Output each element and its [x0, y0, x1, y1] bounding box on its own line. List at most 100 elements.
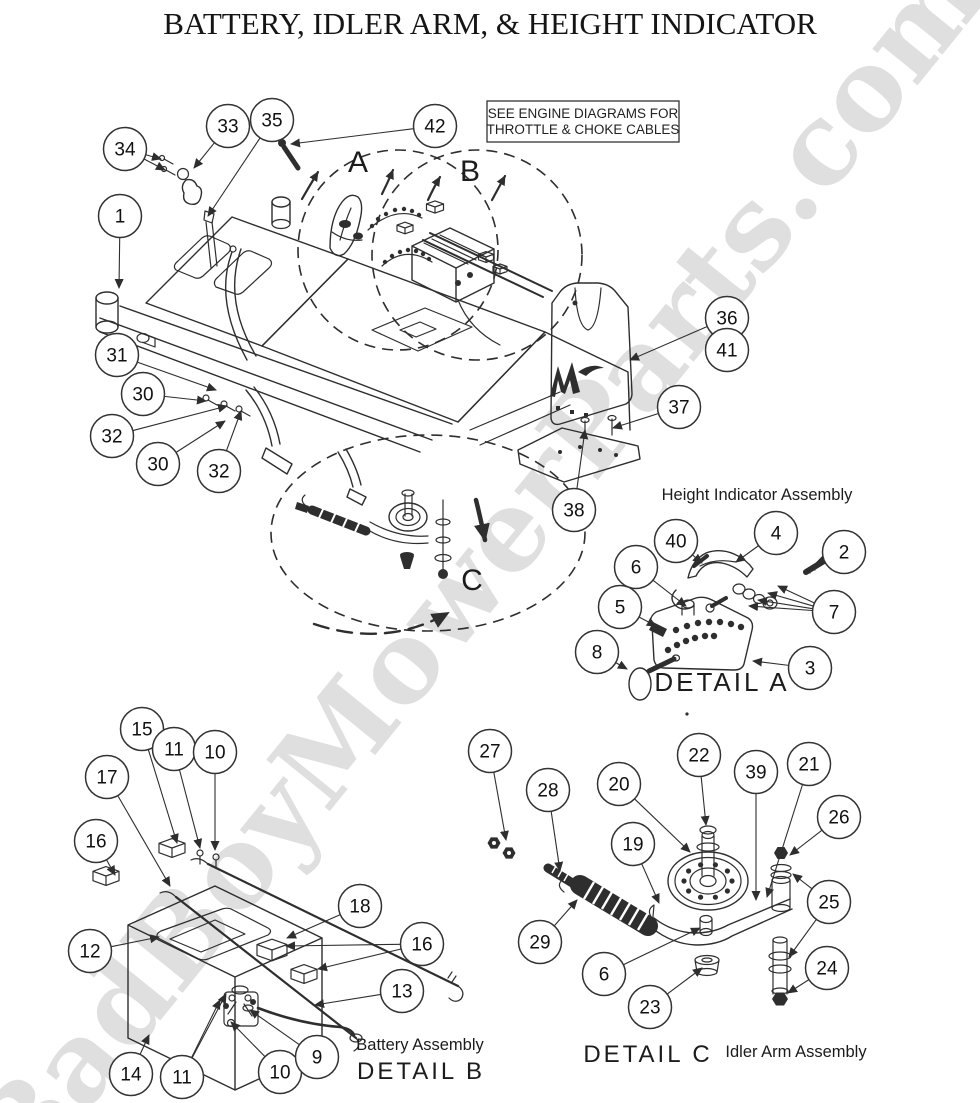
callout-32-number: 32	[101, 427, 122, 448]
callout-30-circle	[135, 441, 181, 487]
callout-30-number: 30	[132, 385, 153, 406]
view-marker-b: B	[460, 155, 480, 188]
callout-21-leader	[765, 784, 804, 898]
callout-18-number: 18	[349, 897, 370, 918]
callout-15-circle	[119, 706, 165, 752]
callout-12: 12	[67, 928, 160, 974]
callout-10: 10	[230, 1021, 303, 1095]
callout-41-number: 41	[716, 341, 737, 362]
callout-7-leader	[767, 591, 814, 607]
height-indicator-drawing	[628, 550, 834, 716]
callout-3-leader	[752, 657, 789, 667]
view-circle-c	[270, 434, 586, 632]
callout-23-leader	[666, 967, 703, 995]
callout-14-circle	[108, 1051, 154, 1097]
callout-38-leader	[576, 429, 589, 489]
callout-17: 17	[84, 754, 171, 887]
callout-17-circle	[84, 754, 130, 800]
callout-22-leader	[700, 776, 710, 826]
callout-9-leader	[249, 1009, 300, 1046]
callout-20-number: 20	[608, 775, 629, 796]
callout-22-circle	[676, 732, 722, 778]
page-title: BATTERY, IDLER ARM, & HEIGHT INDICATOR	[163, 6, 817, 41]
callout-3: 3	[752, 645, 833, 691]
callout-11-number: 11	[172, 1068, 192, 1089]
callout-30-leader	[164, 395, 207, 405]
underside-idler-drawing	[295, 489, 452, 579]
callout-21-circle	[786, 741, 832, 787]
callout-11-leader	[178, 769, 203, 849]
callout-6-number: 6	[599, 965, 610, 986]
callout-11-leader	[191, 993, 227, 1059]
callout-21-number: 21	[798, 755, 819, 776]
callout-34-circle	[102, 126, 148, 172]
callout-19: 19	[610, 821, 660, 904]
callout-1-leader	[114, 237, 124, 289]
callout-6-circle	[613, 544, 659, 590]
callout-16-leader	[106, 859, 116, 876]
callout-20-leader	[634, 798, 691, 853]
callout-27-circle	[467, 728, 513, 774]
view-marker-c: C	[461, 564, 483, 597]
callout-31: 31	[94, 332, 217, 392]
callout-5: 5	[597, 584, 657, 630]
callout-7-leader	[748, 602, 813, 612]
callout-38: 38	[551, 429, 597, 533]
callout-35: 35	[207, 97, 295, 217]
callout-12-number: 12	[79, 942, 100, 963]
callout-16-circle	[73, 818, 119, 864]
callout-40-leader	[692, 553, 703, 564]
view-boundaries	[270, 149, 586, 635]
view-circle-b	[371, 149, 583, 361]
callout-4-number: 4	[771, 524, 782, 545]
callout-32-number: 32	[208, 462, 229, 483]
detail-a-label: DETAIL A	[654, 667, 789, 697]
callout-28-leader	[550, 811, 564, 872]
callout-39-number: 39	[745, 763, 766, 784]
callout-10-leader	[230, 1021, 266, 1058]
callout-6-circle	[581, 951, 627, 997]
callout-24: 24	[787, 945, 850, 994]
callout-42-leader	[290, 128, 414, 148]
callout-37: 37	[612, 384, 702, 430]
callout-18-circle	[337, 883, 383, 929]
callout-32: 32	[89, 403, 228, 459]
callout-6-leader	[623, 927, 701, 966]
callout-16-leader	[285, 941, 401, 951]
callout-34-leader	[143, 158, 166, 171]
callout-9-circle	[294, 1034, 340, 1080]
callout-33: 33	[193, 103, 251, 169]
callout-12-leader	[110, 934, 160, 948]
pulley-holes	[681, 862, 735, 900]
callout-27-number: 27	[479, 742, 500, 763]
callout-7: 7	[748, 585, 857, 635]
callout-41: 41	[704, 327, 750, 373]
callout-3-circle	[787, 645, 833, 691]
callout-26-leader	[789, 829, 823, 856]
engine-note-box: SEE ENGINE DIAGRAMS FOR THROTTLE & CHOKE…	[486, 100, 680, 143]
callout-8-number: 8	[592, 643, 603, 664]
callout-20: 20	[596, 761, 691, 853]
callout-29-circle	[517, 919, 563, 965]
callout-16: 16	[285, 921, 445, 972]
callout-32-circle	[196, 448, 242, 494]
callout-10: 10	[192, 729, 238, 851]
callout-31-leader	[137, 361, 217, 392]
frame-bolts	[202, 394, 251, 417]
callout-17-leader	[117, 795, 171, 887]
callout-35-number: 35	[261, 111, 282, 132]
callout-35-leader	[207, 137, 261, 217]
callout-31-circle	[94, 332, 140, 378]
badboy-m-logo	[550, 362, 604, 397]
height-plate-holes	[664, 618, 745, 654]
callout-20-circle	[596, 761, 642, 807]
callout-38-number: 38	[563, 501, 584, 522]
callout-19-leader	[641, 863, 660, 904]
callout-41-circle	[704, 327, 750, 373]
callout-7-circle	[811, 589, 857, 635]
callout-5-circle	[597, 584, 643, 630]
callout-19-number: 19	[622, 835, 643, 856]
callout-24-leader	[787, 979, 810, 994]
